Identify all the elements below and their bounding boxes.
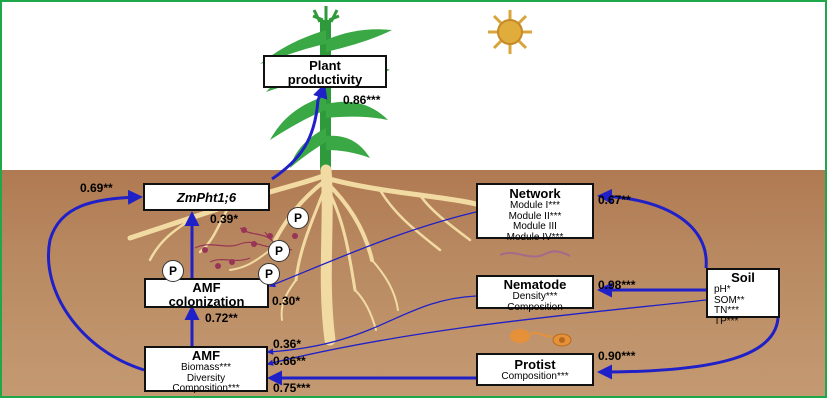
protist-box: Protist Composition*** (476, 353, 594, 386)
amf-colonization-title: AMF colonization (167, 281, 247, 309)
network-item: Module I*** (478, 201, 592, 212)
amf-item: Composition*** (146, 384, 266, 395)
phosphate-badge: P (162, 260, 184, 282)
soil-box: Soil pH* SOM** TN*** TP*** (706, 268, 780, 318)
amf-title: AMF (146, 349, 266, 363)
soil-title: Soil (708, 271, 778, 285)
soil-item: TN*** (714, 306, 778, 317)
network-box: Network Module I*** Module II*** Module … (476, 183, 594, 239)
coef-protist-amf: 0.75*** (273, 381, 310, 395)
coef-network-zmpht: 0.69** (80, 181, 113, 195)
plant-productivity-title: Plant productivity (280, 59, 370, 87)
soil-item: TP*** (714, 317, 778, 328)
phosphate-badge: P (268, 240, 290, 262)
phosphate-badge: P (258, 263, 280, 285)
zmpht-box: ZmPht1;6 (143, 183, 270, 211)
coef-amfcol-zmpht: 0.39* (210, 212, 238, 226)
coef-plant-zmpht: 0.86*** (343, 93, 380, 107)
amf-item: Biomass*** (146, 363, 266, 374)
network-item: Module IV*** (478, 233, 592, 244)
sun-icon (488, 10, 532, 54)
nematode-item: Density*** (478, 292, 592, 303)
plant-productivity-box: Plant productivity (263, 55, 387, 88)
amf-colonization-box: AMF colonization (144, 278, 269, 308)
coef-nematode-amf: 0.36* (273, 337, 301, 351)
nematode-title: Nematode (478, 278, 592, 292)
phosphate-badge: P (287, 207, 309, 229)
path-amf-to-zmpht (48, 197, 144, 370)
coef-soil-network: 0.67** (598, 193, 631, 207)
maize-plant-icon (260, 6, 392, 170)
protist-icon (510, 329, 571, 346)
soil-item: pH* (714, 285, 778, 296)
coef-amf-amfcol: 0.72** (205, 311, 238, 325)
amf-box: AMF Biomass*** Diversity Composition*** (144, 346, 268, 392)
coef-soil-protist: 0.90*** (598, 349, 635, 363)
network-title: Network (478, 187, 592, 201)
coef-network-amfcol: 0.30* (272, 294, 300, 308)
coef-soil-nematode: 0.98*** (598, 278, 635, 292)
protist-item: Composition*** (478, 372, 592, 383)
network-item: Module III (478, 222, 592, 233)
nematode-box: Nematode Density*** Composition (476, 275, 594, 309)
coef-soil-amf: 0.66** (273, 354, 306, 368)
protist-title: Protist (478, 358, 592, 372)
zmpht-title: ZmPht1;6 (145, 191, 268, 205)
nematode-item: Composition (478, 303, 592, 314)
nematode-icon (500, 251, 570, 256)
